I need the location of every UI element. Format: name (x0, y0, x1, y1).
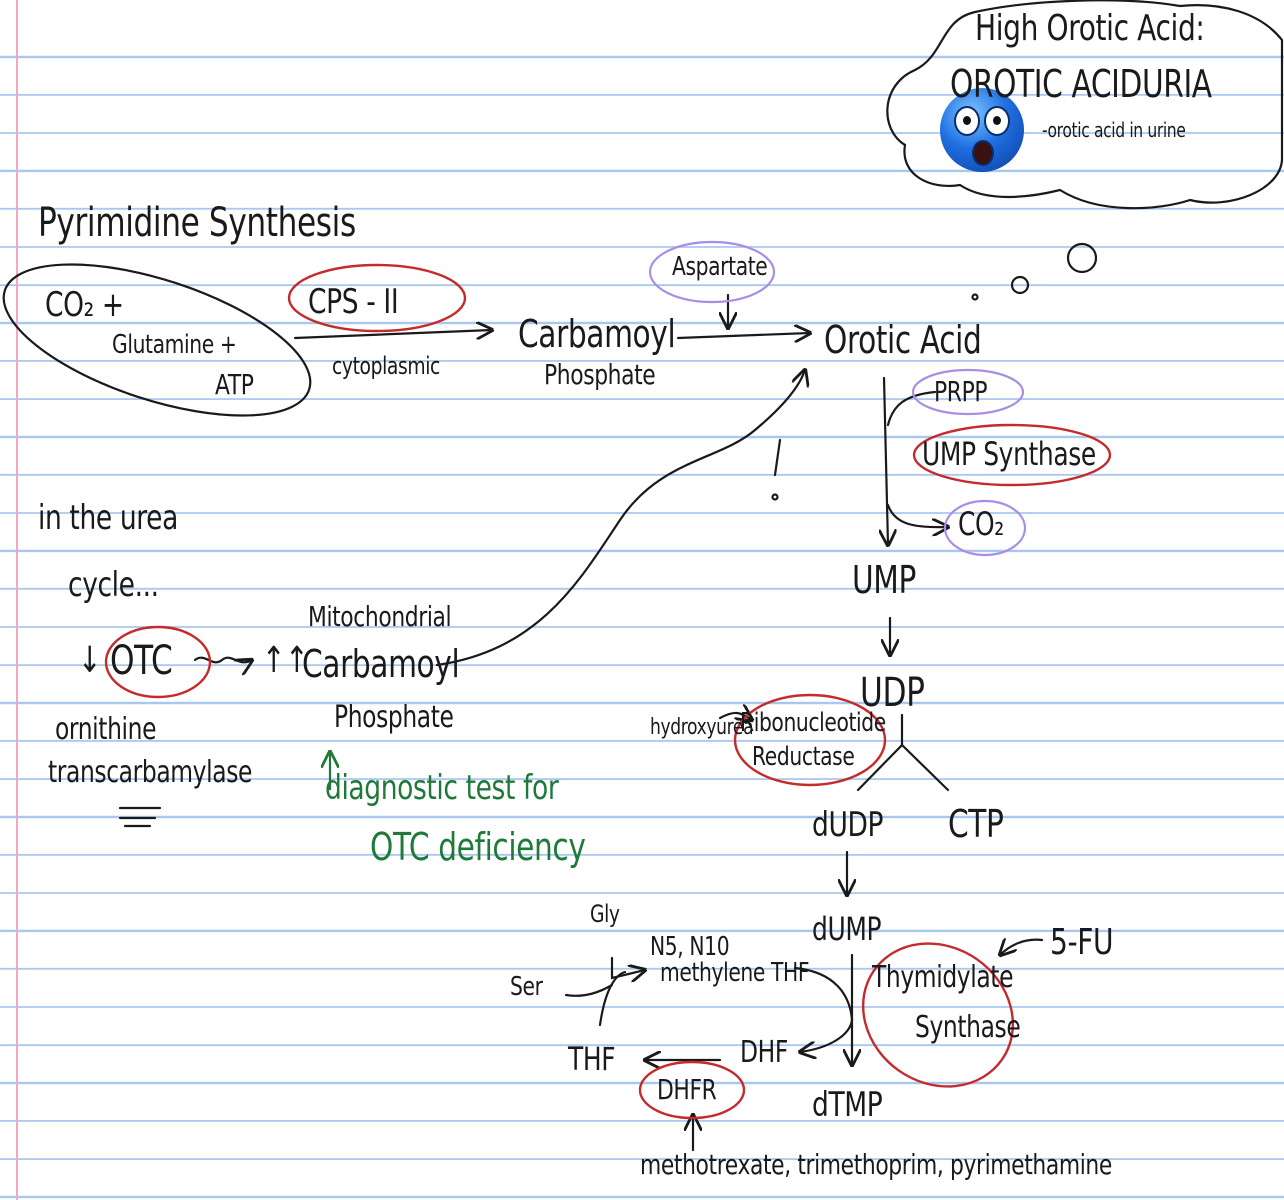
circle-ump-synthase (912, 423, 1112, 487)
ser-label: Ser (510, 972, 543, 1002)
thymidylate-line1: Thymidylate (872, 960, 1014, 995)
margin-line (16, 0, 18, 1200)
thf-to-methylene (598, 970, 627, 1027)
shocked-face-icon (940, 88, 1024, 172)
increase-arrows: ↑↑ (262, 640, 309, 681)
thought-cloud (886, 0, 1284, 210)
face-eye-right (984, 106, 1010, 136)
cloud-bubble-small (971, 293, 979, 301)
cloud-bubble-large (1066, 242, 1098, 274)
underline-scribble (118, 806, 162, 828)
exclamation-stroke (773, 438, 782, 477)
mito-line1: Mitochondrial (308, 600, 452, 633)
otc-decrease-arrow: ↓ (78, 640, 102, 681)
gly-label: Gly (590, 900, 620, 928)
reactants-ellipse (2, 263, 312, 417)
cloud-disease: OROTIC ACIDURIA (950, 62, 1212, 106)
reactant-glutamine: Glutamine + (112, 330, 237, 360)
arrow-mito-to-orotic (435, 370, 805, 667)
urea-line2: cycle... (68, 565, 159, 605)
arrow-to-carbamoyl (293, 330, 492, 338)
arrow-methylene-to-dhf (793, 966, 854, 1052)
dtmp-label: dTMP (812, 1085, 883, 1125)
otc-full-name-line1: ornithine (55, 712, 157, 747)
face-mouth (972, 140, 994, 166)
arrow-otc-to-carbamoyl (193, 656, 252, 663)
exclamation-dot (771, 493, 779, 501)
circle-otc (104, 625, 212, 699)
reactant-atp: ATP (215, 368, 254, 401)
dudp-label: dUDP (812, 805, 884, 845)
circle-ribonucleotide-reductase (733, 693, 887, 787)
mito-line3: Phosphate (334, 700, 454, 735)
ump-synthase-label: UMP Synthase (922, 435, 1096, 473)
cloud-bubble-medium (1010, 275, 1030, 295)
methylene-thf-line1: N5, N10 (650, 932, 730, 962)
circle-prpp (911, 368, 1025, 416)
carbamoyl-phosphate-line2: Phosphate (544, 358, 656, 391)
urea-line1: in the urea (38, 498, 178, 538)
ump-label: UMP (852, 558, 916, 602)
cloud-note: -orotic acid in urine (1042, 118, 1186, 142)
enzyme-cps-ii: CPS - II (308, 282, 399, 322)
circle-thymidylate-synthase (861, 942, 1015, 1088)
face-eye-left (954, 106, 980, 136)
diagnostic-line1: diagnostic test for (325, 768, 559, 808)
co2-branch (886, 503, 948, 527)
location-cytoplasmic: cytoplasmic (332, 352, 440, 380)
aspartate-label: Aspartate (672, 252, 768, 282)
arrow-to-orotic (676, 333, 810, 338)
arrow-orotic-to-ump (884, 376, 888, 545)
ctp-label: CTP (948, 802, 1004, 846)
ribonucleotide-line2: Reductase (752, 742, 855, 772)
methylene-thf-line2: methylene THF (660, 958, 810, 988)
orotic-acid-label: Orotic Acid (824, 318, 982, 362)
arrow-hydroxyurea (718, 713, 752, 720)
prpp-branch (886, 390, 937, 427)
circle-co2 (943, 499, 1027, 557)
cloud-heading: High Orotic Acid: (975, 8, 1205, 49)
thymidylate-line2: Synthase (915, 1010, 1021, 1045)
reactant-co2: CO₂ + (45, 285, 124, 325)
dhfr-label: DHFR (657, 1073, 717, 1106)
page-title: Pyrimidine Synthesis (38, 200, 356, 246)
circle-cps-ii (287, 263, 467, 333)
udp-split (856, 713, 950, 792)
circle-dhfr (638, 1060, 746, 1120)
hydroxyurea-label: hydroxyurea (650, 715, 754, 740)
otc-full-name-line2: transcarbamylase (48, 755, 253, 790)
mito-line2: Carbamoyl (302, 642, 460, 686)
dump-label: dUMP (812, 910, 882, 948)
diagnostic-line2: OTC deficiency (370, 825, 586, 869)
inhibitors-label: methotrexate, trimethoprim, pyrimethamin… (640, 1148, 1112, 1181)
circle-aspartate (648, 240, 776, 304)
arrow-5fu (1000, 940, 1044, 955)
thf-label: THF (568, 1040, 616, 1078)
ribonucleotide-line1: Ribonucleotide (740, 708, 886, 738)
carbamoyl-phosphate-line1: Carbamoyl (518, 312, 676, 356)
gly-branch (610, 956, 645, 978)
dhf-label: DHF (740, 1035, 788, 1070)
udp-label: UDP (860, 670, 925, 716)
co2-out-label: CO₂ (958, 505, 1004, 543)
5fu-label: 5-FU (1050, 922, 1114, 963)
prpp-label: PRPP (934, 375, 988, 408)
otc-label: OTC (110, 638, 173, 684)
ser-branch (564, 983, 614, 997)
